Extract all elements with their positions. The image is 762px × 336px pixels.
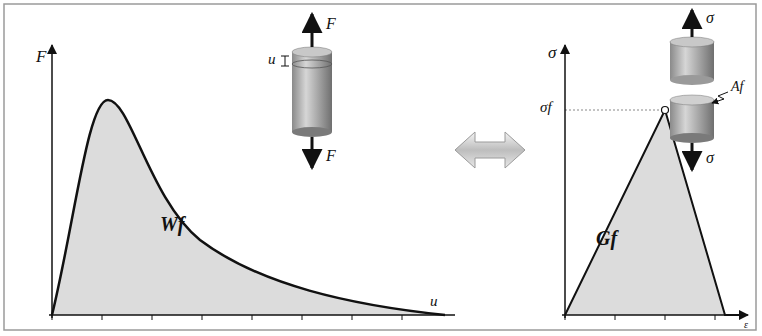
area-label: Af [731,80,743,94]
axis-label: σ [548,44,556,61]
stress-label: σ [706,10,714,26]
fracture-energy-area [565,110,725,315]
x-axis [562,314,748,316]
axis-label: F [36,48,46,65]
stress-curve [565,110,745,315]
stress-label: σ [706,150,714,166]
y-axis [51,45,53,318]
y-axis [564,45,566,318]
force-curve [52,100,445,315]
area-label: Wf [160,214,184,234]
force-label: F [326,16,336,32]
force-label: F [326,148,336,164]
axis-label: ε [744,320,748,330]
work-area [52,100,445,315]
area-label: Gf [596,228,617,248]
equivalence-arrow [455,132,525,168]
frame [4,4,756,330]
peak-line [565,110,660,111]
axis-value: σf [540,100,552,115]
dimension-label: u [268,52,276,67]
specimen [281,14,332,168]
axis-label: u [430,294,438,309]
peak-point [662,107,669,114]
cracked-specimen [670,10,728,170]
